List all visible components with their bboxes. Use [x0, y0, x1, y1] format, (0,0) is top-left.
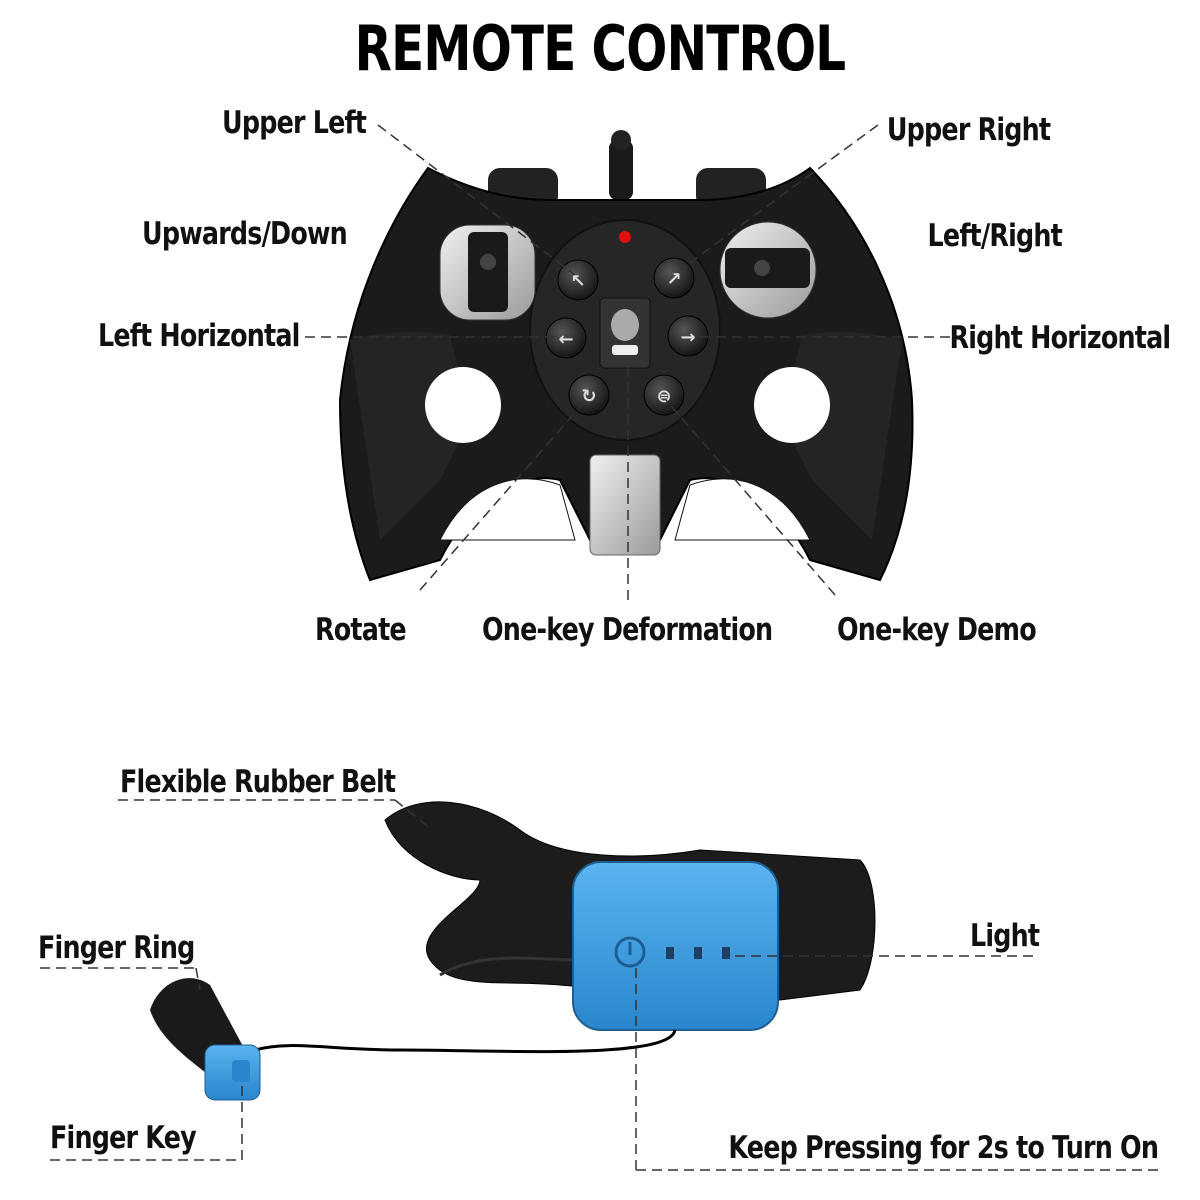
label-upper-left: Upper Left: [222, 105, 367, 141]
label-one-key-demo: One-key Demo: [837, 612, 1037, 648]
svg-text:←: ←: [558, 329, 573, 350]
svg-text:↖: ↖: [570, 271, 585, 292]
label-flexible-rubber-belt: Flexible Rubber Belt: [120, 764, 396, 800]
label-right-horizontal: Right Horizontal: [949, 320, 1171, 356]
label-light: Light: [970, 918, 1040, 954]
wristband-leader-lines: [40, 799, 1160, 1171]
label-finger-ring: Finger Ring: [38, 930, 195, 966]
label-left-right: Left/Right: [927, 218, 1063, 254]
label-upwards-down: Upwards/Down: [142, 216, 348, 252]
svg-text:→: →: [680, 327, 695, 348]
label-finger-key: Finger Key: [50, 1120, 197, 1156]
remote-leader-lines: [305, 124, 950, 600]
remote-controller: ↖ ↗ ← → ↻ ⊜: [338, 130, 914, 582]
page-title: REMOTE CONTROL: [354, 12, 846, 85]
svg-text:↻: ↻: [581, 386, 596, 407]
svg-text:⊜: ⊜: [656, 386, 671, 407]
label-rotate: Rotate: [315, 612, 407, 648]
svg-text:↗: ↗: [666, 269, 681, 290]
label-keep-pressing: Keep Pressing for 2s to Turn On: [728, 1130, 1159, 1166]
label-one-key-deformation: One-key Deformation: [482, 612, 773, 648]
wristband: [150, 801, 876, 1101]
label-upper-right: Upper Right: [886, 112, 1051, 148]
label-left-horizontal: Left Horizontal: [98, 318, 300, 354]
